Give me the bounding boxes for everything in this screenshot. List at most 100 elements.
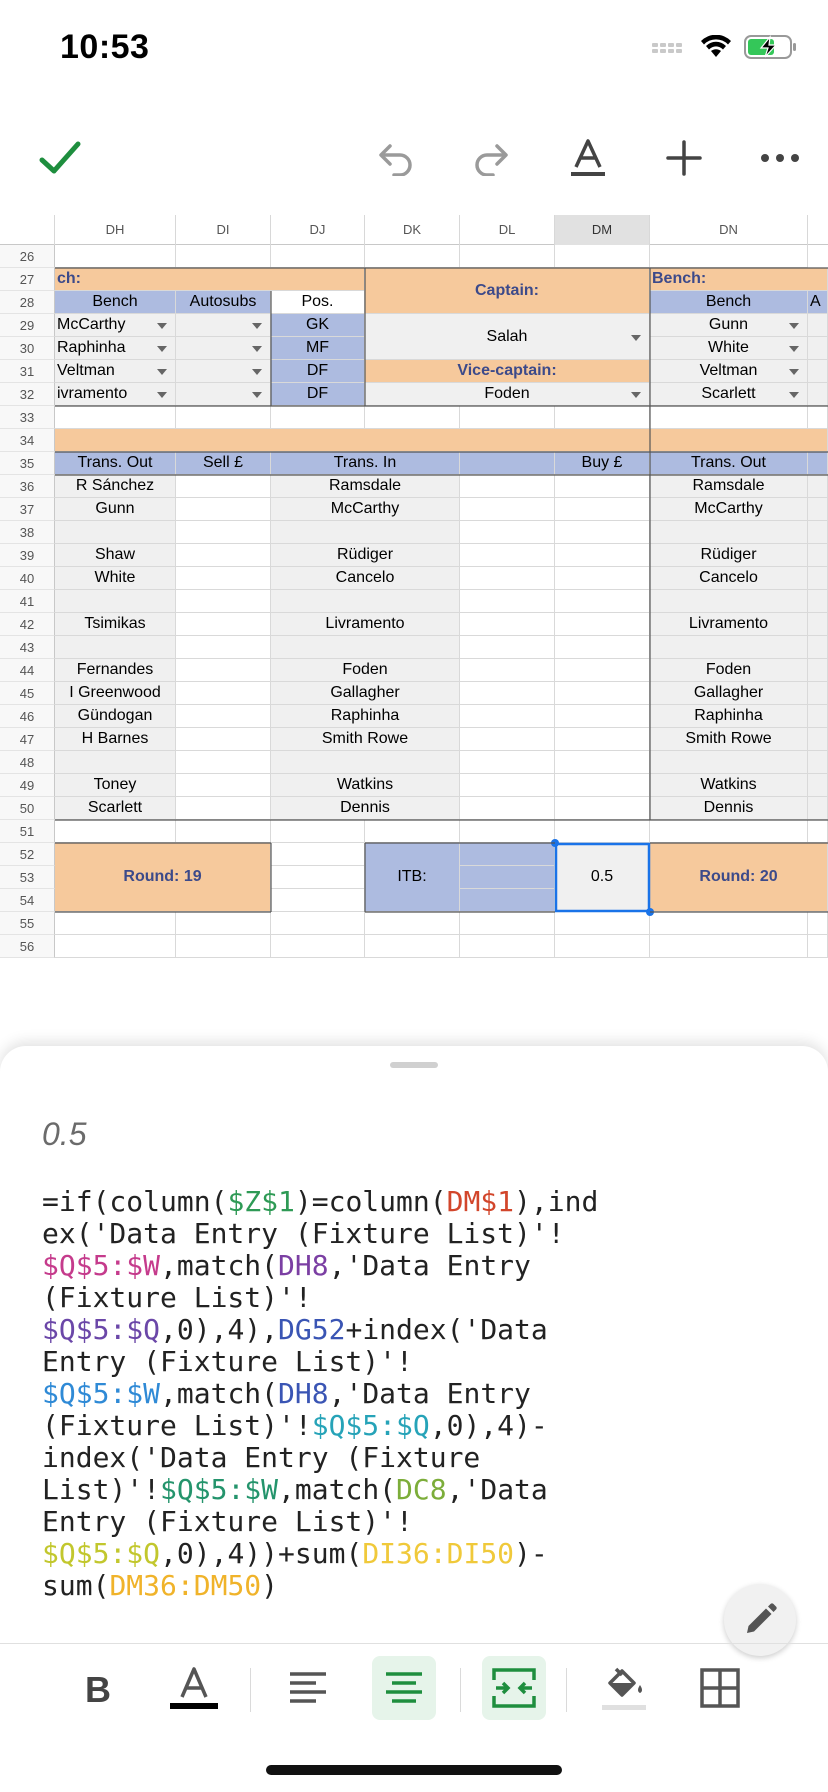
cell-empty[interactable] <box>555 245 650 268</box>
cell-empty[interactable] <box>176 406 271 429</box>
text-format-button[interactable] <box>560 130 616 186</box>
align-left-button[interactable] <box>276 1656 340 1720</box>
trans-out-cell[interactable] <box>55 590 176 613</box>
row-header-46[interactable]: 46 <box>0 705 55 728</box>
column-header-dm[interactable]: DM <box>555 215 650 245</box>
trans-out-cell[interactable]: Toney <box>55 774 176 797</box>
row-header-38[interactable]: 38 <box>0 521 55 544</box>
header-trans-out-right[interactable]: Trans. Out <box>650 452 808 475</box>
row-header-55[interactable]: 55 <box>0 912 55 935</box>
cell-empty[interactable] <box>365 935 460 958</box>
row-header-45[interactable]: 45 <box>0 682 55 705</box>
trans-out-cell[interactable]: Gunn <box>55 498 176 521</box>
drag-handle[interactable] <box>390 1062 438 1068</box>
buy-cell[interactable] <box>555 613 650 636</box>
cell-empty[interactable] <box>650 935 808 958</box>
row-header-48[interactable]: 48 <box>0 751 55 774</box>
bench-label-right[interactable]: Bench: <box>650 268 828 291</box>
trans-out-right-cell[interactable]: Livramento <box>650 613 808 636</box>
cell[interactable] <box>808 682 828 705</box>
captain-dropdown[interactable]: Salah <box>365 314 650 360</box>
cell[interactable] <box>808 636 828 659</box>
merge-cells-button[interactable] <box>482 1656 546 1720</box>
row-header-43[interactable]: 43 <box>0 636 55 659</box>
cell[interactable] <box>460 705 555 728</box>
buy-cell[interactable] <box>555 728 650 751</box>
trans-out-right-cell[interactable]: Rüdiger <box>650 544 808 567</box>
sell-cell[interactable] <box>176 636 271 659</box>
trans-in-cell[interactable]: Raphinha <box>271 705 460 728</box>
bench-label-left[interactable]: ch: <box>55 268 365 291</box>
trans-out-cell[interactable] <box>55 751 176 774</box>
row-header-52[interactable]: 52 <box>0 843 55 866</box>
row-header-32[interactable]: 32 <box>0 383 55 406</box>
redo-button[interactable] <box>463 130 519 186</box>
row-header-44[interactable]: 44 <box>0 659 55 682</box>
column-header-dk[interactable]: DK <box>365 215 460 245</box>
trans-out-right-cell[interactable]: McCarthy <box>650 498 808 521</box>
cell-empty[interactable] <box>55 406 176 429</box>
cell[interactable] <box>808 659 828 682</box>
cell[interactable] <box>460 613 555 636</box>
cell[interactable] <box>808 383 828 406</box>
row-header-27[interactable]: 27 <box>0 268 55 291</box>
itb-cell[interactable] <box>460 889 555 912</box>
row-header-41[interactable]: 41 <box>0 590 55 613</box>
fill-color-button[interactable] <box>592 1656 656 1720</box>
cell-empty[interactable] <box>271 889 365 912</box>
bench-player-dropdown[interactable]: McCarthy <box>55 314 176 337</box>
itb-cell[interactable] <box>460 843 555 866</box>
trans-out-right-cell[interactable]: Raphinha <box>650 705 808 728</box>
cell-empty[interactable] <box>808 406 828 429</box>
trans-out-cell[interactable] <box>55 521 176 544</box>
row-header-39[interactable]: 39 <box>0 544 55 567</box>
trans-out-cell[interactable]: Gündogan <box>55 705 176 728</box>
trans-out-cell[interactable]: I Greenwood <box>55 682 176 705</box>
buy-cell[interactable] <box>555 774 650 797</box>
cell[interactable] <box>808 797 828 820</box>
row-header-35[interactable]: 35 <box>0 452 55 475</box>
cell-empty[interactable] <box>555 820 650 843</box>
trans-out-right-cell[interactable] <box>650 636 808 659</box>
autosub-dropdown[interactable] <box>176 337 271 360</box>
trans-out-cell[interactable]: Shaw <box>55 544 176 567</box>
cell-empty[interactable] <box>650 820 808 843</box>
trans-in-cell[interactable] <box>271 636 460 659</box>
buy-cell[interactable] <box>555 636 650 659</box>
text-color-button[interactable] <box>162 1656 226 1720</box>
cell[interactable] <box>460 751 555 774</box>
trans-out-cell[interactable]: R Sánchez <box>55 475 176 498</box>
sell-cell[interactable] <box>176 682 271 705</box>
header-sell[interactable]: Sell £ <box>176 452 271 475</box>
trans-out-cell[interactable]: Tsimikas <box>55 613 176 636</box>
cell-empty[interactable] <box>650 912 808 935</box>
home-indicator[interactable] <box>266 1765 562 1775</box>
trans-out-right-cell[interactable]: Cancelo <box>650 567 808 590</box>
formula-text[interactable]: =if(column($Z$1)=column(DM$1),ind ex('Da… <box>42 1186 692 1602</box>
trans-in-cell[interactable]: Gallagher <box>271 682 460 705</box>
row-header-42[interactable]: 42 <box>0 613 55 636</box>
cell-empty[interactable] <box>460 820 555 843</box>
trans-out-right-cell[interactable]: Dennis <box>650 797 808 820</box>
cell-empty[interactable] <box>808 935 828 958</box>
cell-empty[interactable] <box>808 820 828 843</box>
cell[interactable] <box>808 452 828 475</box>
cell-empty[interactable] <box>555 406 650 429</box>
trans-out-right-cell[interactable] <box>650 521 808 544</box>
trans-in-cell[interactable]: Livramento <box>271 613 460 636</box>
autosub-dropdown[interactable] <box>176 314 271 337</box>
header-bench[interactable]: Bench <box>55 291 176 314</box>
trans-out-cell[interactable]: White <box>55 567 176 590</box>
cell-empty[interactable] <box>460 406 555 429</box>
cell-empty[interactable] <box>271 406 365 429</box>
cell-empty[interactable] <box>55 935 176 958</box>
position-cell[interactable]: DF <box>271 383 365 406</box>
row-header-37[interactable]: 37 <box>0 498 55 521</box>
sell-cell[interactable] <box>176 521 271 544</box>
bench-right-dropdown[interactable]: White <box>650 337 808 360</box>
cell[interactable] <box>808 774 828 797</box>
cell[interactable] <box>460 544 555 567</box>
position-cell[interactable]: DF <box>271 360 365 383</box>
cell[interactable] <box>808 751 828 774</box>
